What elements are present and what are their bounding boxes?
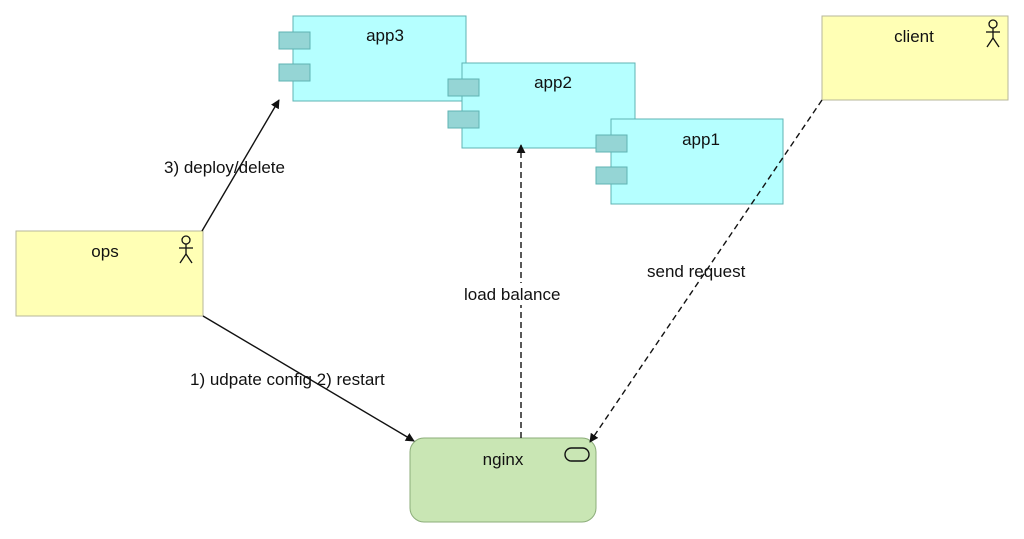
- service-icon: [564, 447, 590, 462]
- edge-update-line[interactable]: [202, 315, 415, 442]
- actor-icon: [179, 235, 193, 264]
- component-icon: [595, 134, 628, 185]
- node-label-app2: app2: [534, 73, 572, 92]
- edge-request-line[interactable]: [589, 99, 823, 443]
- node-label-app1: app1: [682, 130, 720, 149]
- component-icon: [447, 78, 480, 129]
- node-label-app3: app3: [366, 26, 404, 45]
- component-icon: [278, 31, 311, 82]
- node-client[interactable]: client: [821, 15, 1009, 101]
- node-nginx[interactable]: nginx: [409, 437, 597, 523]
- node-app1[interactable]: app1: [595, 118, 784, 205]
- edge-label-balance: load balance: [464, 285, 560, 304]
- edge-label-deploy: 3) deploy/delete: [164, 158, 285, 177]
- edge-deploy-line[interactable]: [201, 99, 280, 232]
- node-app3[interactable]: app3: [278, 15, 467, 102]
- node-label-nginx: nginx: [483, 450, 524, 469]
- node-app2[interactable]: app2: [447, 62, 636, 149]
- node-ops[interactable]: ops: [15, 230, 204, 317]
- node-label-ops: ops: [91, 242, 118, 261]
- actor-icon: [986, 19, 1000, 48]
- node-label-client: client: [894, 27, 934, 46]
- edge-label-update: 1) udpate config 2) restart: [190, 370, 385, 389]
- edge-label-request: send request: [647, 262, 746, 281]
